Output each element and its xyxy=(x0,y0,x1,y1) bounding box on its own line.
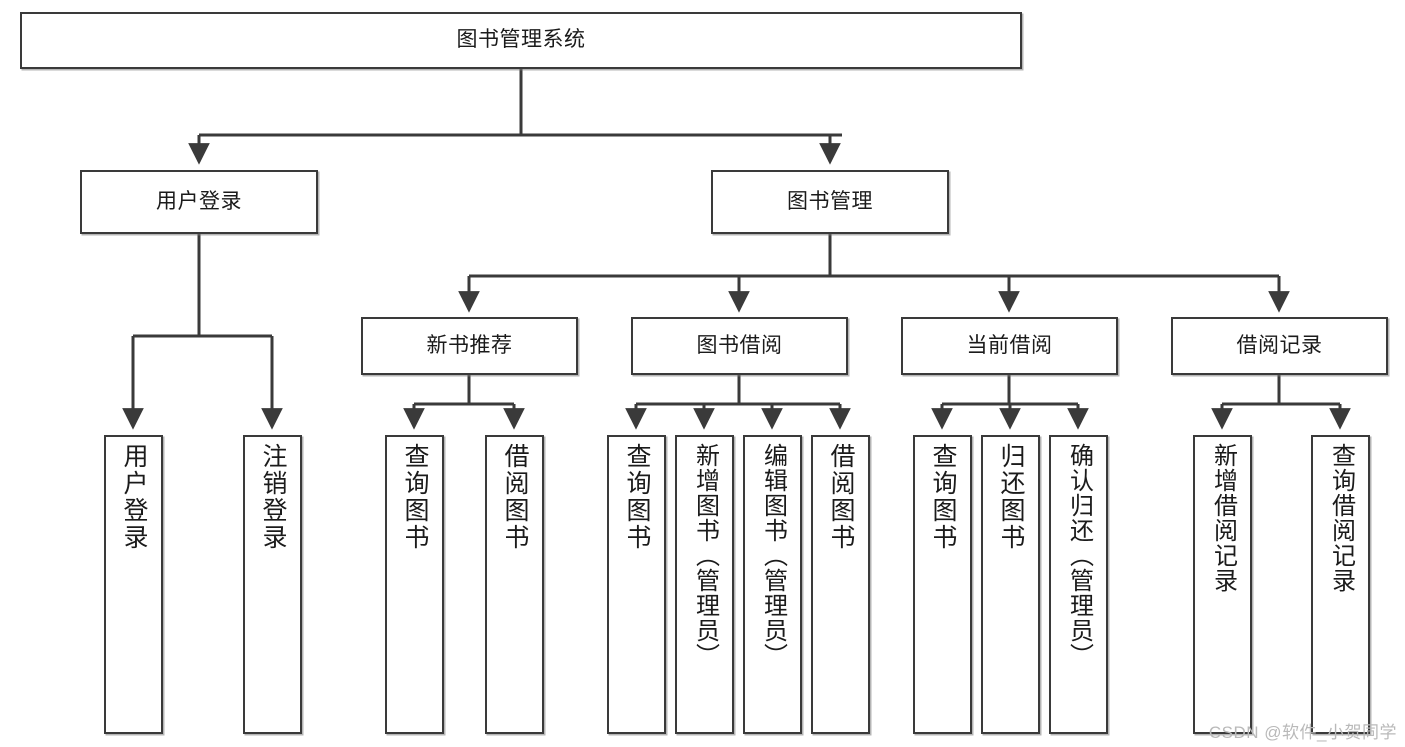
node-book-management[interactable]: 图书管理 xyxy=(711,170,949,234)
node-borrow-record[interactable]: 借阅记录 xyxy=(1171,317,1388,375)
node-label: 借阅记录 xyxy=(1236,333,1323,357)
leaf-borrow-query-book[interactable]: 查询图书 xyxy=(607,435,666,734)
watermark-text: CSDN @软件_小贺同学 xyxy=(1208,723,1397,742)
leaf-user-login-signin[interactable]: 用户登录 xyxy=(104,435,163,734)
node-label: 借阅图书 xyxy=(827,443,855,551)
node-label: 借阅图书 xyxy=(501,443,529,551)
node-label: 归还图书 xyxy=(997,443,1025,551)
node-label: 图书管理 xyxy=(787,189,873,213)
node-book-borrow[interactable]: 图书借阅 xyxy=(631,317,848,375)
node-user-login[interactable]: 用户登录 xyxy=(80,170,318,234)
leaf-borrow-borrow-book[interactable]: 借阅图书 xyxy=(811,435,870,734)
node-label: 查询图书 xyxy=(929,443,957,551)
node-label: 图书管理系统 xyxy=(456,28,586,52)
node-label: 图书借阅 xyxy=(696,333,783,357)
node-label: 查询图书 xyxy=(623,443,651,551)
leaf-borrow-edit-book-admin[interactable]: 编辑图书（管理员） xyxy=(743,435,802,734)
node-root-system[interactable]: 图书管理系统 xyxy=(20,12,1022,69)
node-label: 注销登录 xyxy=(259,443,287,551)
leaf-current-return-book[interactable]: 归还图书 xyxy=(981,435,1040,734)
leaf-record-query-borrow-record[interactable]: 查询借阅记录 xyxy=(1311,435,1370,734)
node-label: 查询借阅记录 xyxy=(1327,443,1355,593)
node-label: 确认归还（管理员） xyxy=(1065,443,1093,668)
node-label: 用户登录 xyxy=(120,443,148,551)
node-new-book-recommend[interactable]: 新书推荐 xyxy=(361,317,578,375)
leaf-current-query-book[interactable]: 查询图书 xyxy=(913,435,972,734)
node-label: 新增图书（管理员） xyxy=(691,443,719,668)
node-label: 新书推荐 xyxy=(426,333,513,357)
leaf-user-login-signout[interactable]: 注销登录 xyxy=(243,435,302,734)
leaf-current-confirm-return-admin[interactable]: 确认归还（管理员） xyxy=(1049,435,1108,734)
node-label: 新增借阅记录 xyxy=(1209,443,1237,593)
leaf-record-add-borrow-record[interactable]: 新增借阅记录 xyxy=(1193,435,1252,734)
node-current-borrow[interactable]: 当前借阅 xyxy=(901,317,1118,375)
node-label: 当前借阅 xyxy=(966,333,1053,357)
node-label: 查询图书 xyxy=(401,443,429,551)
leaf-recommend-query-book[interactable]: 查询图书 xyxy=(385,435,444,734)
node-label: 编辑图书（管理员） xyxy=(759,443,787,668)
leaf-borrow-add-book-admin[interactable]: 新增图书（管理员） xyxy=(675,435,734,734)
node-label: 用户登录 xyxy=(156,189,242,213)
leaf-recommend-borrow-book[interactable]: 借阅图书 xyxy=(485,435,544,734)
